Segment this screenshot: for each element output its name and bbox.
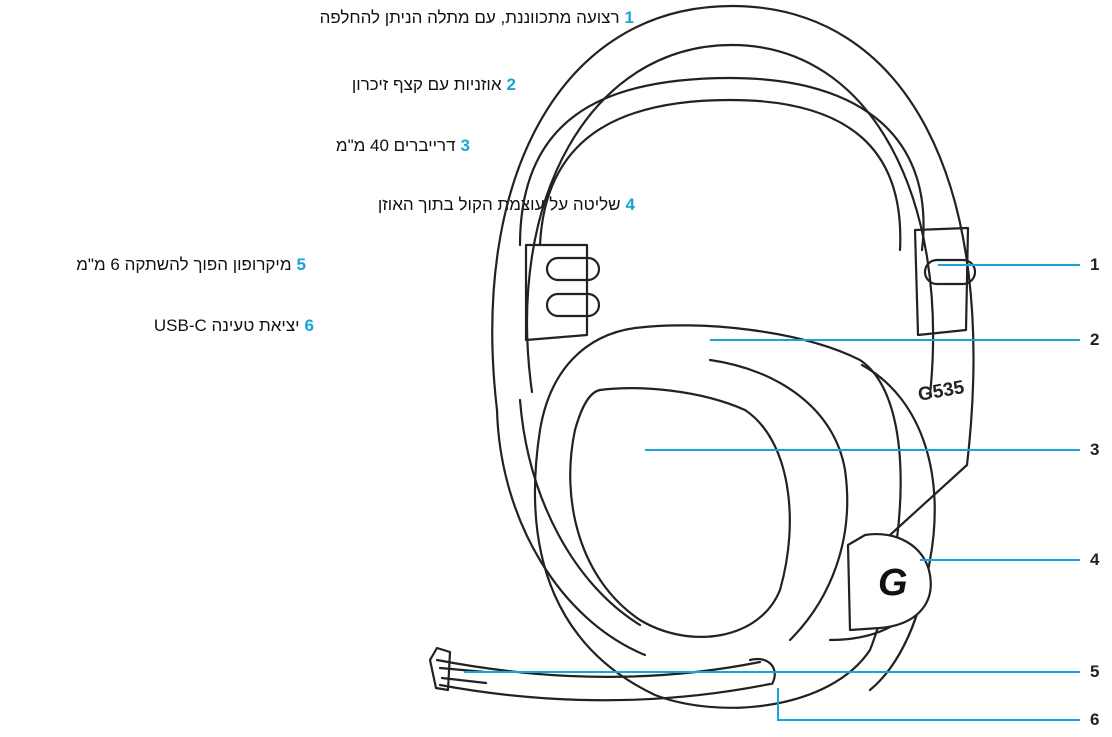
g-logo-icon: G [878, 562, 908, 604]
left-slot-2 [547, 294, 599, 316]
callout-1: 1 [1090, 255, 1099, 275]
suspension-strap-inner [540, 100, 900, 250]
callout-4: 4 [1090, 550, 1099, 570]
headband-outer [492, 6, 973, 535]
left-slider [526, 245, 587, 340]
left-earcup-inner [520, 400, 640, 625]
callout-2: 2 [1090, 330, 1099, 350]
leader-line-6 [778, 688, 1080, 720]
mic-boom-top [437, 660, 760, 677]
ear-cushion-ridge [710, 360, 847, 640]
mic-grille [440, 668, 486, 683]
left-slot-1 [547, 258, 599, 280]
suspension-strap [520, 78, 924, 250]
callout-3: 3 [1090, 440, 1099, 460]
ear-cushion-inner [570, 388, 790, 637]
model-label: G535 [917, 377, 967, 406]
callout-5: 5 [1090, 662, 1099, 682]
mic-boom-bottom [440, 684, 770, 700]
headband-inner [527, 45, 933, 395]
callout-6: 6 [1090, 710, 1099, 730]
